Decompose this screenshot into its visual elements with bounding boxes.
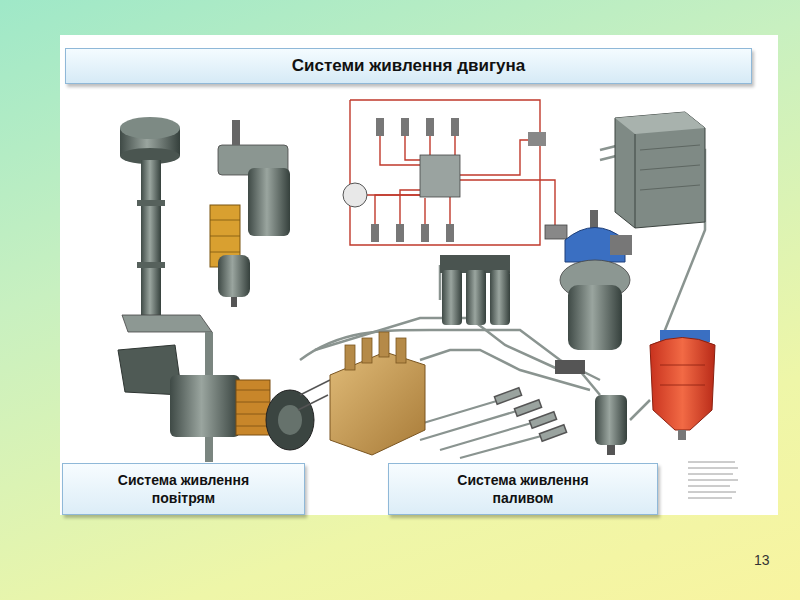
filter-cutaway-part <box>660 385 705 386</box>
air-intake-column-part <box>141 160 161 318</box>
fuel-lines-part <box>630 400 650 420</box>
wiring-diagram-part <box>375 195 420 225</box>
wiring-components-part <box>376 118 384 136</box>
caption-text: Система живлення паливом <box>447 471 599 507</box>
page-number: 13 <box>754 552 770 568</box>
sediment-filter-part <box>568 285 622 350</box>
wiring-components-part <box>343 183 367 207</box>
fuel-lines-part <box>420 350 590 390</box>
injection-pump-part <box>330 352 425 455</box>
injection-pump-part <box>379 332 389 357</box>
caption-text: Система живлення повітрям <box>107 471 260 507</box>
legend-lines-part <box>688 492 736 493</box>
air-cleaner-part <box>236 380 270 435</box>
sediment-filter-part <box>610 235 632 255</box>
legend-lines-part <box>688 486 730 487</box>
wiring-diagram-part <box>367 194 420 195</box>
filter-cutaway-part <box>660 365 705 366</box>
wiring-components-part <box>528 132 546 146</box>
legend-lines <box>688 462 738 498</box>
air-cleaner-part <box>236 402 270 403</box>
fuel-filter-assembly-part <box>248 168 290 236</box>
wiring-diagram-part <box>380 135 420 165</box>
air-intake-column-part <box>137 200 165 206</box>
filter-cutaway-part <box>650 338 715 431</box>
wiring-components-part <box>426 118 434 136</box>
wiring-components-part <box>421 224 429 242</box>
legend-lines-part <box>688 474 733 475</box>
filter-block-part <box>442 270 462 325</box>
injection-pump-part <box>362 338 372 363</box>
fuel-filter-assembly-part <box>232 120 240 145</box>
caption-box: Система живлення повітрям <box>62 463 305 515</box>
caption-box: Система живлення паливом <box>388 463 658 515</box>
wiring-components-part <box>446 224 454 242</box>
fuel-tank-part <box>615 112 705 228</box>
wiring-components-part <box>545 225 567 239</box>
fuel-tank-part <box>640 185 700 190</box>
fuel-filter-assembly-part <box>210 252 240 253</box>
title-bar: Системи живлення двигуна <box>65 48 752 84</box>
wiring-components-part <box>420 155 460 197</box>
air-intake-column-part <box>137 262 165 268</box>
wiring-components-part <box>371 224 379 242</box>
sediment-filter <box>560 210 632 455</box>
fuel-filter-assembly <box>210 120 290 307</box>
fuel-tank-part <box>635 134 636 228</box>
air-cleaner-part <box>236 426 270 427</box>
fuel-filter-assembly-part <box>210 236 240 237</box>
legend-lines-part <box>688 480 738 481</box>
legend-lines-part <box>688 498 732 499</box>
filter-block-part <box>555 360 585 374</box>
wiring-diagram-part <box>429 135 430 158</box>
injectors-part <box>539 425 566 441</box>
filter-cutaway <box>650 330 715 440</box>
fuel-tank-part <box>640 145 700 150</box>
slide-title: Системи живлення двигуна <box>292 56 525 76</box>
wiring-diagram-part <box>424 198 425 225</box>
legend-lines-part <box>688 468 738 469</box>
injectors-part <box>494 388 521 404</box>
air-cleaner-part <box>170 375 240 437</box>
fuel-tank-part <box>640 165 700 170</box>
air-intake-column-part <box>120 117 180 139</box>
sediment-filter-part <box>595 395 627 445</box>
wiring-diagram-part <box>460 180 555 225</box>
fuel-lines-part <box>315 318 560 370</box>
wiring-components-part <box>396 224 404 242</box>
fuel-filter-assembly-part <box>218 255 250 297</box>
wiring-diagram-part <box>350 100 540 245</box>
wiring-diagram-part <box>405 135 420 160</box>
injection-pump-part <box>396 338 406 363</box>
air-cleaner <box>118 345 314 450</box>
wiring-diagram <box>350 100 555 245</box>
injectors-part <box>300 380 330 395</box>
wiring-components-part <box>401 118 409 136</box>
fuel-filter-assembly-part <box>231 297 237 307</box>
fuel-tank-part <box>615 112 705 134</box>
injectors-part <box>514 400 541 416</box>
wiring-components-part <box>451 118 459 136</box>
filter-block-part <box>466 270 486 325</box>
injection-pump-part <box>345 345 355 370</box>
fuel-tank <box>615 112 705 228</box>
wiring-components <box>343 118 567 242</box>
filter-block-part <box>490 270 510 325</box>
fuel-filter-assembly-part <box>210 220 240 221</box>
filter-cutaway-part <box>678 430 686 440</box>
legend-lines-part <box>688 462 735 463</box>
air-cleaner-part <box>236 414 270 415</box>
air-cleaner-part <box>266 390 314 450</box>
slide-panel <box>60 35 778 515</box>
injectors-part <box>298 395 328 410</box>
sediment-filter-part <box>607 445 615 455</box>
air-intake-column-part <box>122 315 212 332</box>
air-cleaner-part <box>236 390 270 391</box>
injection-pump <box>330 332 425 455</box>
injectors-part <box>529 412 556 428</box>
